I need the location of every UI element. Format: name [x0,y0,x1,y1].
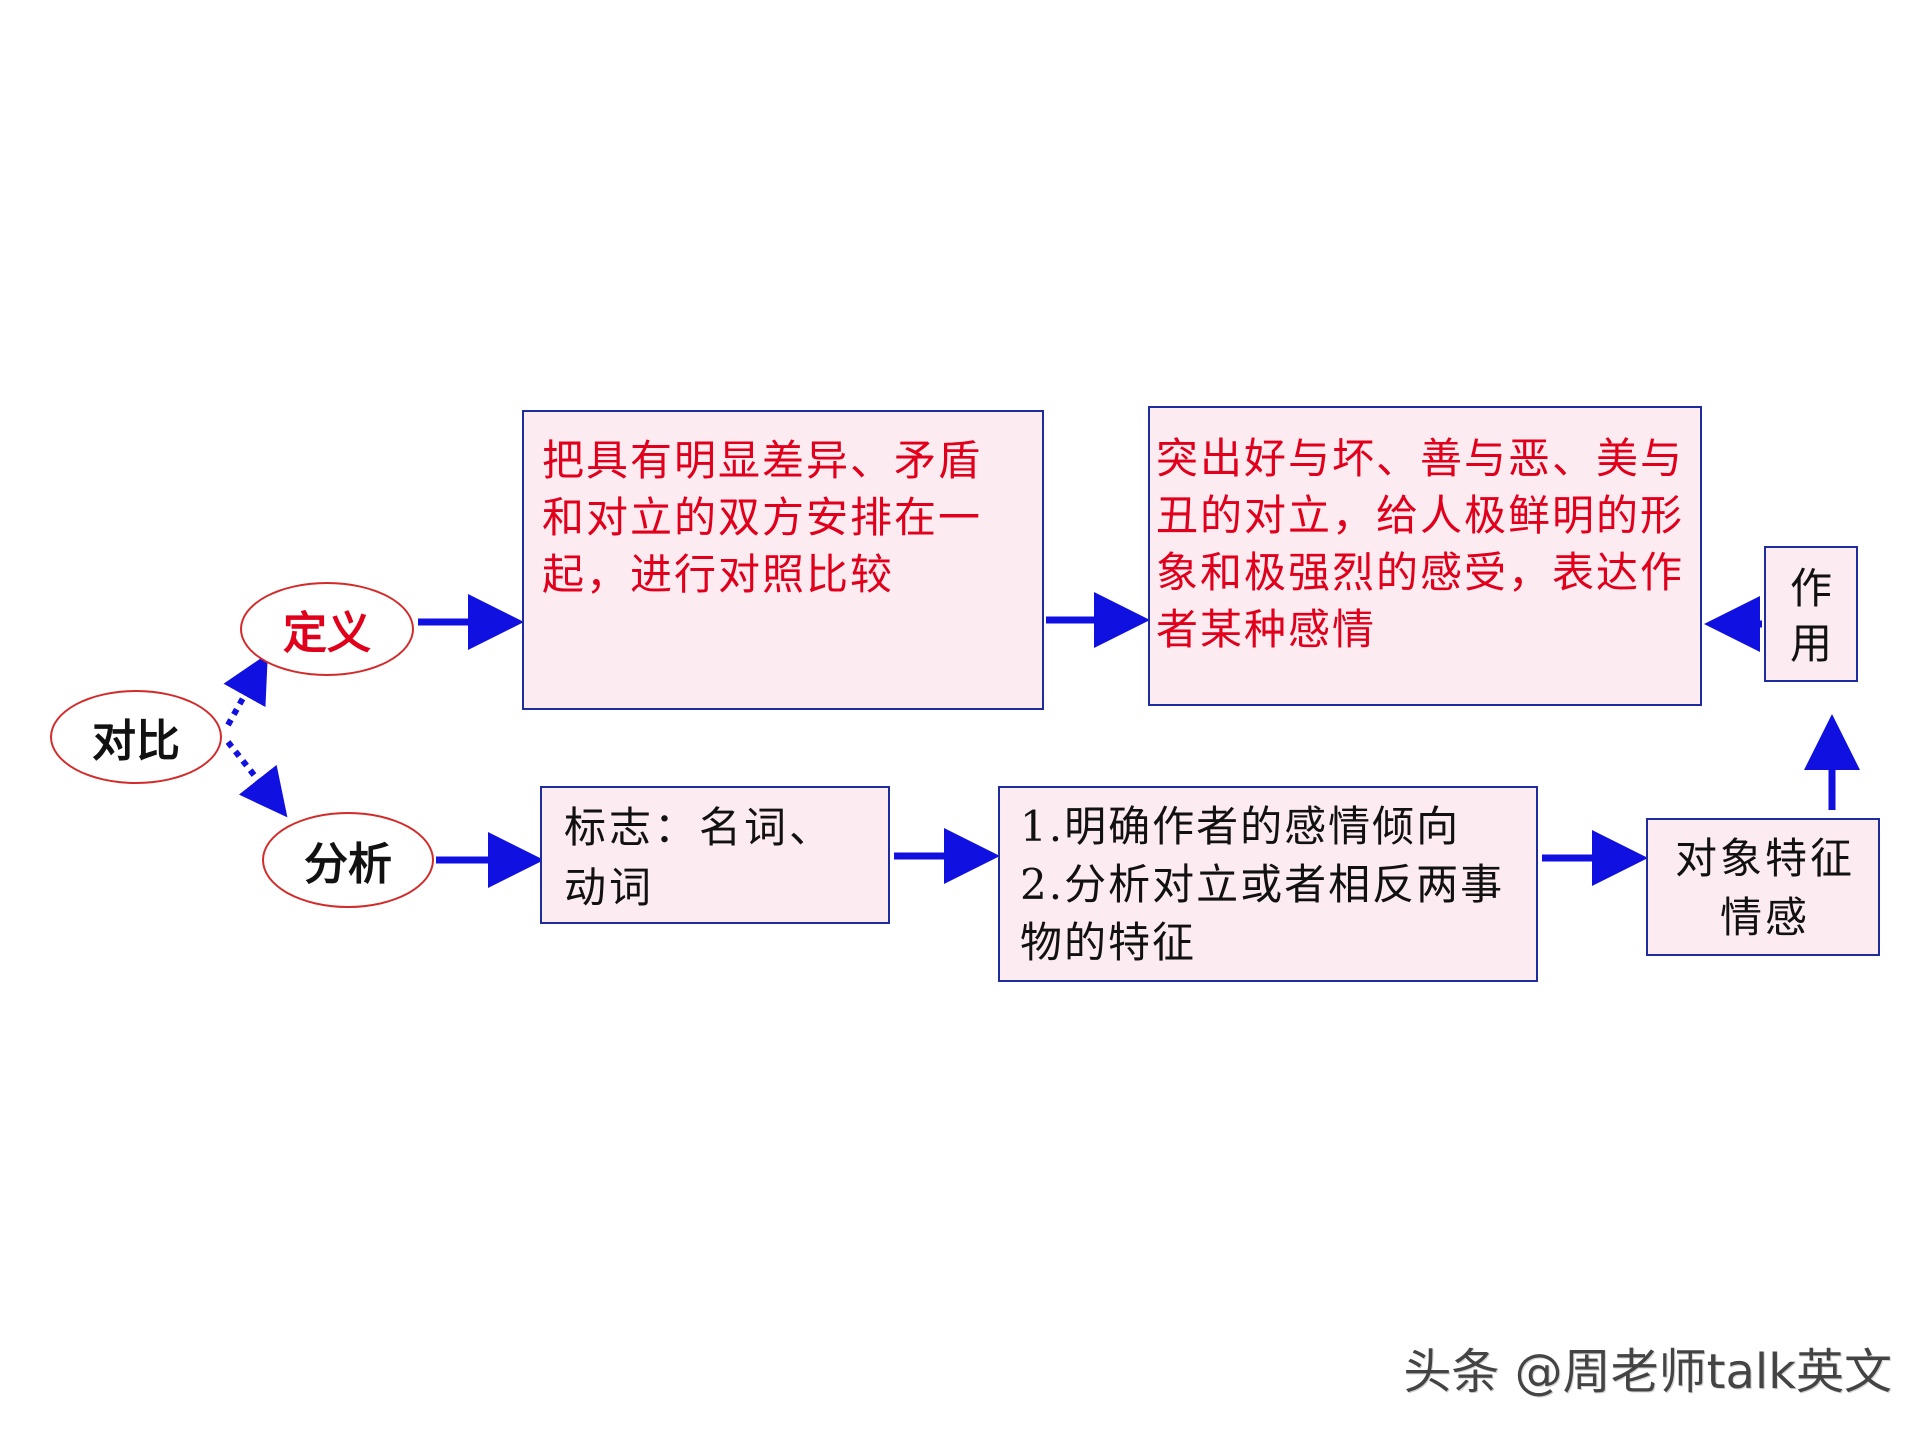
object-box: 对象特征情感 [1646,818,1880,956]
steps-box: 1.明确作者的感情倾向 2.分析对立或者相反两事物的特征 [998,786,1538,982]
dotted-arrow-to-analysis [225,740,288,818]
node-analysis: 分析 [262,812,434,908]
effect-box: 突出好与坏、善与恶、美与丑的对立，给人极鲜明的形象和极强烈的感受，表达作者某种感… [1148,406,1702,706]
effect-label: 作用 [1790,564,1836,668]
definition-box: 把具有明显差异、矛盾和对立的双方安排在一起，进行对照比较 [522,410,1044,710]
object-text: 对象特征情感 [1674,834,1855,942]
watermark: 头条 @周老师talk英文 [1403,1344,1892,1400]
node-contrast: 对比 [50,690,222,784]
definition-text: 把具有明显差异、矛盾和对立的双方安排在一起，进行对照比较 [542,436,983,600]
step-1: 1.明确作者的感情倾向 [1020,802,1461,851]
dotted-arrow-to-definition [223,653,268,727]
effect-text: 突出好与坏、善与恶、美与丑的对立，给人极鲜明的形象和极强烈的感受，表达作者某种感… [1156,434,1685,655]
node-definition: 定义 [240,582,414,676]
node-analysis-label: 分析 [304,839,392,890]
step-2: 2.分析对立或者相反两事物的特征 [1020,859,1505,967]
effect-label-box: 作用 [1764,546,1858,682]
node-definition-label: 定义 [283,608,371,659]
marker-text: 标志：名词、动词 [564,803,835,912]
marker-box: 标志：名词、动词 [540,786,890,924]
node-contrast-label: 对比 [92,716,180,767]
